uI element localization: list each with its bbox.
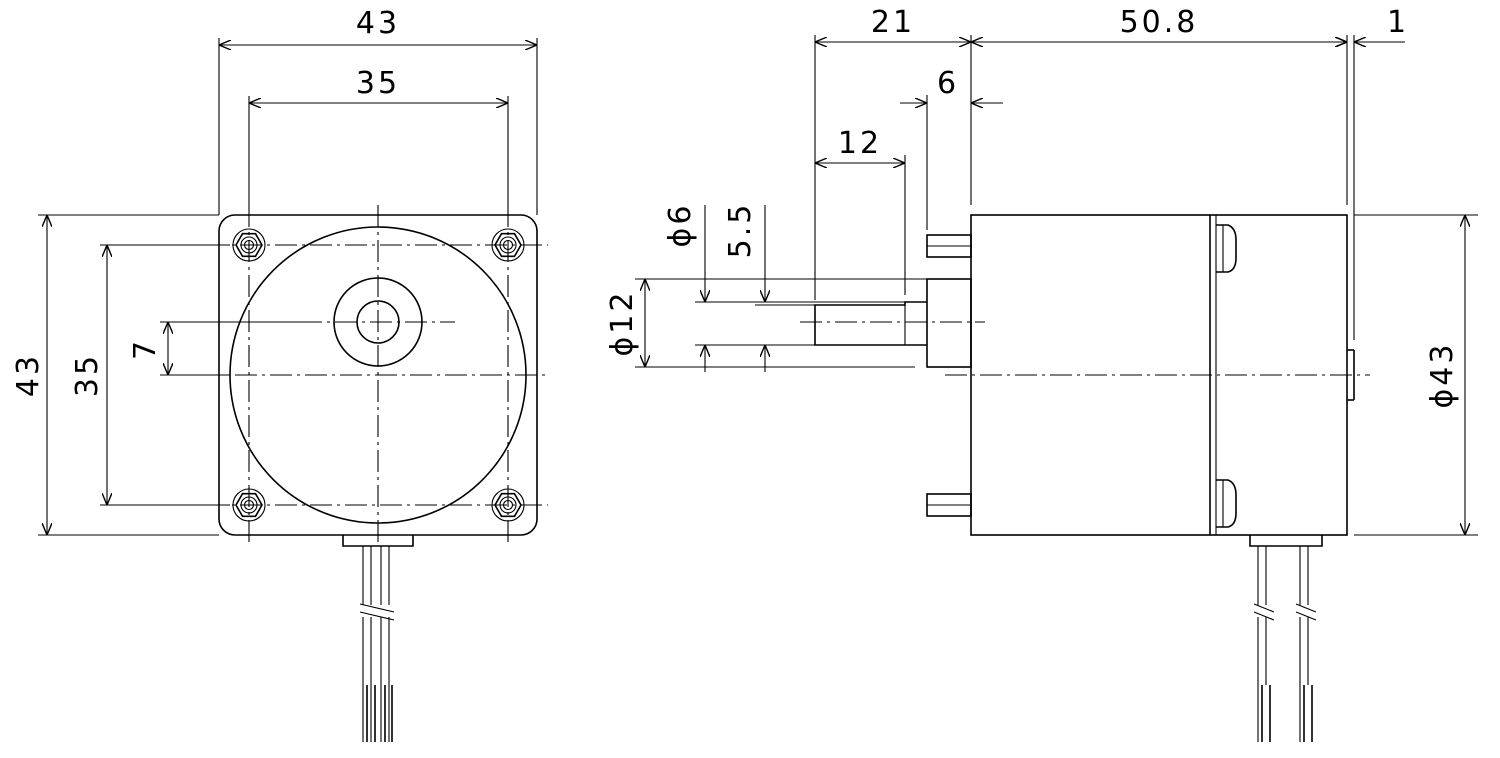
dim-side-body-dia: ϕ43	[1425, 342, 1460, 409]
dim-front-height-holes: 35	[70, 353, 105, 397]
dim-side-flat-depth: 5.5	[723, 202, 758, 259]
side-view: 21 50.8 1 6 12 ϕ6 5.5 ϕ12	[605, 5, 1478, 742]
front-cable	[342, 535, 414, 742]
side-shaft	[814, 301, 927, 346]
dim-side-shaft-dia: ϕ6	[663, 203, 698, 248]
dim-side-flat-length: 12	[838, 126, 882, 161]
dim-side-boss-dia: ϕ12	[605, 290, 640, 357]
front-view: 43 35 43 35 7	[11, 6, 548, 742]
dim-side-boss-length: 6	[937, 66, 959, 101]
dim-front-width-outer: 43	[356, 6, 400, 41]
dim-front-shaft-offset: 7	[128, 338, 163, 360]
dim-front-width-holes: 35	[356, 66, 400, 101]
side-boss	[926, 278, 972, 368]
dim-side-rear-plate: 1	[1387, 5, 1409, 40]
dim-front-height-outer: 43	[11, 353, 46, 397]
dim-side-shaft-length: 21	[871, 5, 915, 40]
side-cables	[1249, 535, 1323, 742]
dim-side-body-length: 50.8	[1120, 5, 1199, 40]
